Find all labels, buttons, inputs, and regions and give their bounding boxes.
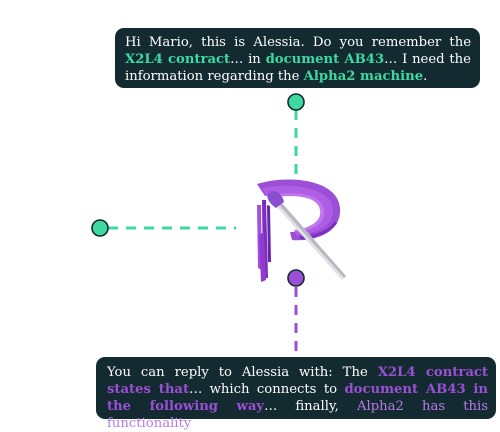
message-text: … <box>191 416 205 431</box>
message-text: … finally, <box>264 399 357 414</box>
message-text: … which connects to <box>189 382 345 397</box>
brush-stroke-r-logo <box>257 179 346 282</box>
message-text: . <box>423 69 428 84</box>
reply-suggestion-bubble: You can reply to Alessia with: The X2L4 … <box>96 357 496 431</box>
highlight-document: document AB43 <box>265 52 385 67</box>
highlight-machine: Alpha2 machine <box>303 69 424 84</box>
green-node-left <box>91 219 109 237</box>
message-text: … in <box>230 52 266 67</box>
highlight-document: document AB43 in the following way <box>107 382 488 414</box>
green-node-top <box>287 93 305 111</box>
message-text: … I need the information regarding the <box>125 52 471 84</box>
message-text: You can reply to Alessia with: The <box>107 365 378 380</box>
incoming-message-bubble: Hi Mario, this is Alessia. Do you rememb… <box>115 28 480 88</box>
message-text: Hi Mario, this is Alessia. Do you rememb… <box>125 35 471 50</box>
highlight-contract: X2L4 contract <box>125 52 231 67</box>
purple-node-bottom <box>287 269 305 287</box>
highlight-contract: X2L4 contract states that <box>107 365 488 397</box>
